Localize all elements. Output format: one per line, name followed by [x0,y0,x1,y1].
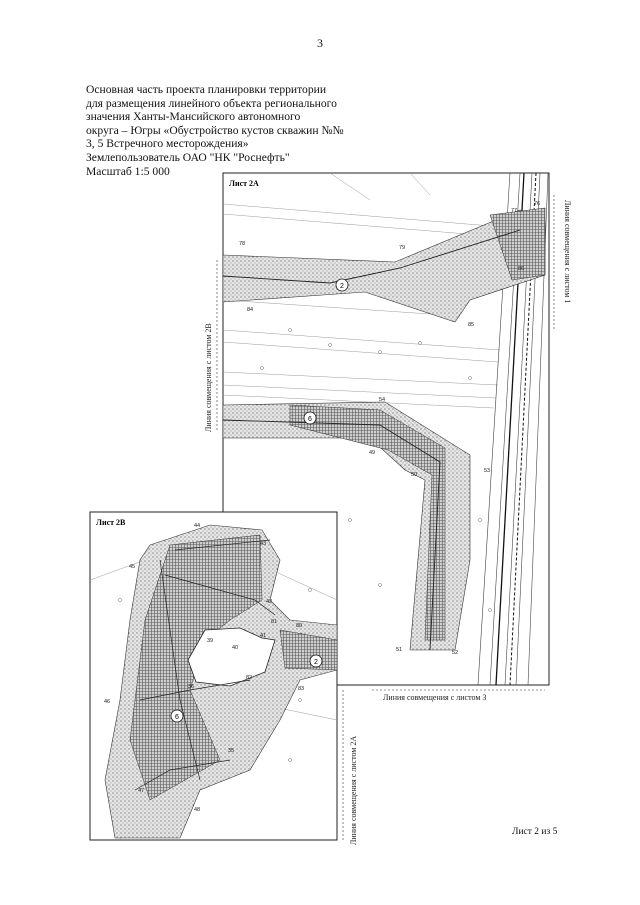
title-line: значения Ханты-Мансийского автономного [86,110,301,124]
point-label: 51 [396,647,402,653]
point-label: 85 [468,322,474,328]
sheet-2b-label: Лист 2В [96,518,126,527]
route-number: 6 [308,416,312,423]
land-user-line: Землепользователь ОАО "НК "Роснефть" [86,150,290,164]
point-label: 81 [271,619,277,625]
match-line-1-label: Линия совмещения с листом 1 [563,200,572,303]
point-label: 41 [260,633,266,639]
match-line-2b-label: Линия совмещения с листом 2В [204,323,213,432]
point-label: 84 [247,307,253,313]
route-number: 2 [314,659,318,666]
title-line: 3, 5 Встречного месторождения» [86,137,249,151]
route-number: 6 [175,714,179,721]
point-label: 52 [452,650,458,656]
route-6-marker: 6 [303,411,317,425]
title-line: округа – Югры «Обустройство кустов скваж… [86,123,344,137]
route-2-marker: 2 [309,654,323,668]
point-label: 43 [260,541,266,547]
route-2-marker: 2 [335,278,349,292]
page-number: 3 [317,36,323,50]
point-label: 40 [232,645,238,651]
point-label: 42 [266,599,272,605]
point-label: 86 [518,266,524,272]
title-line: Основная часть проекта планировки террит… [86,83,327,96]
point-label: 79 [399,245,405,251]
point-label: 47 [138,788,144,794]
route-number: 2 [340,283,344,290]
sheet-2b: Лист 2В 44 43 45 42 81 80 39 40 41 2 82 … [89,511,358,845]
sheet-footer: Лист 2 из 5 [512,827,558,837]
sheet-2a-label: Лист 2А [229,179,259,188]
point-label: 83 [298,686,304,692]
point-label: 82 [246,675,252,681]
sheet-2a-point-labels: 76 77 78 79 2 84 85 86 54 6 49 50 53 51 … [239,201,540,656]
point-label: 46 [104,699,110,705]
point-label: 48 [194,807,200,813]
match-line-2a-label: Линия совмещения с листом 2А [349,736,358,845]
point-label: 76 [534,201,540,207]
point-label: 80 [296,623,302,629]
point-label: 77 [511,208,517,214]
match-line-3-label: Линия совмещения с листом 3 [383,693,486,702]
scale-line: Масштаб 1:5 000 [86,164,170,178]
title-block: Основная часть проекта планировки террит… [86,83,386,178]
point-label: 49 [369,450,375,456]
point-label: 50 [411,472,417,478]
point-label: 53 [484,468,490,474]
route-6-marker: 6 [170,709,184,723]
point-label: 39 [207,638,213,644]
title-line: для размещения линейного объекта региона… [86,96,337,110]
point-label: 44 [194,523,200,529]
point-label: 36 [188,684,194,690]
sheet-2b-point-labels: 44 43 45 42 81 80 39 40 41 2 82 36 83 46… [104,523,323,813]
point-label: 45 [129,564,135,570]
point-label: 78 [239,241,245,247]
point-label: 54 [379,397,385,403]
point-label: 35 [228,748,234,754]
